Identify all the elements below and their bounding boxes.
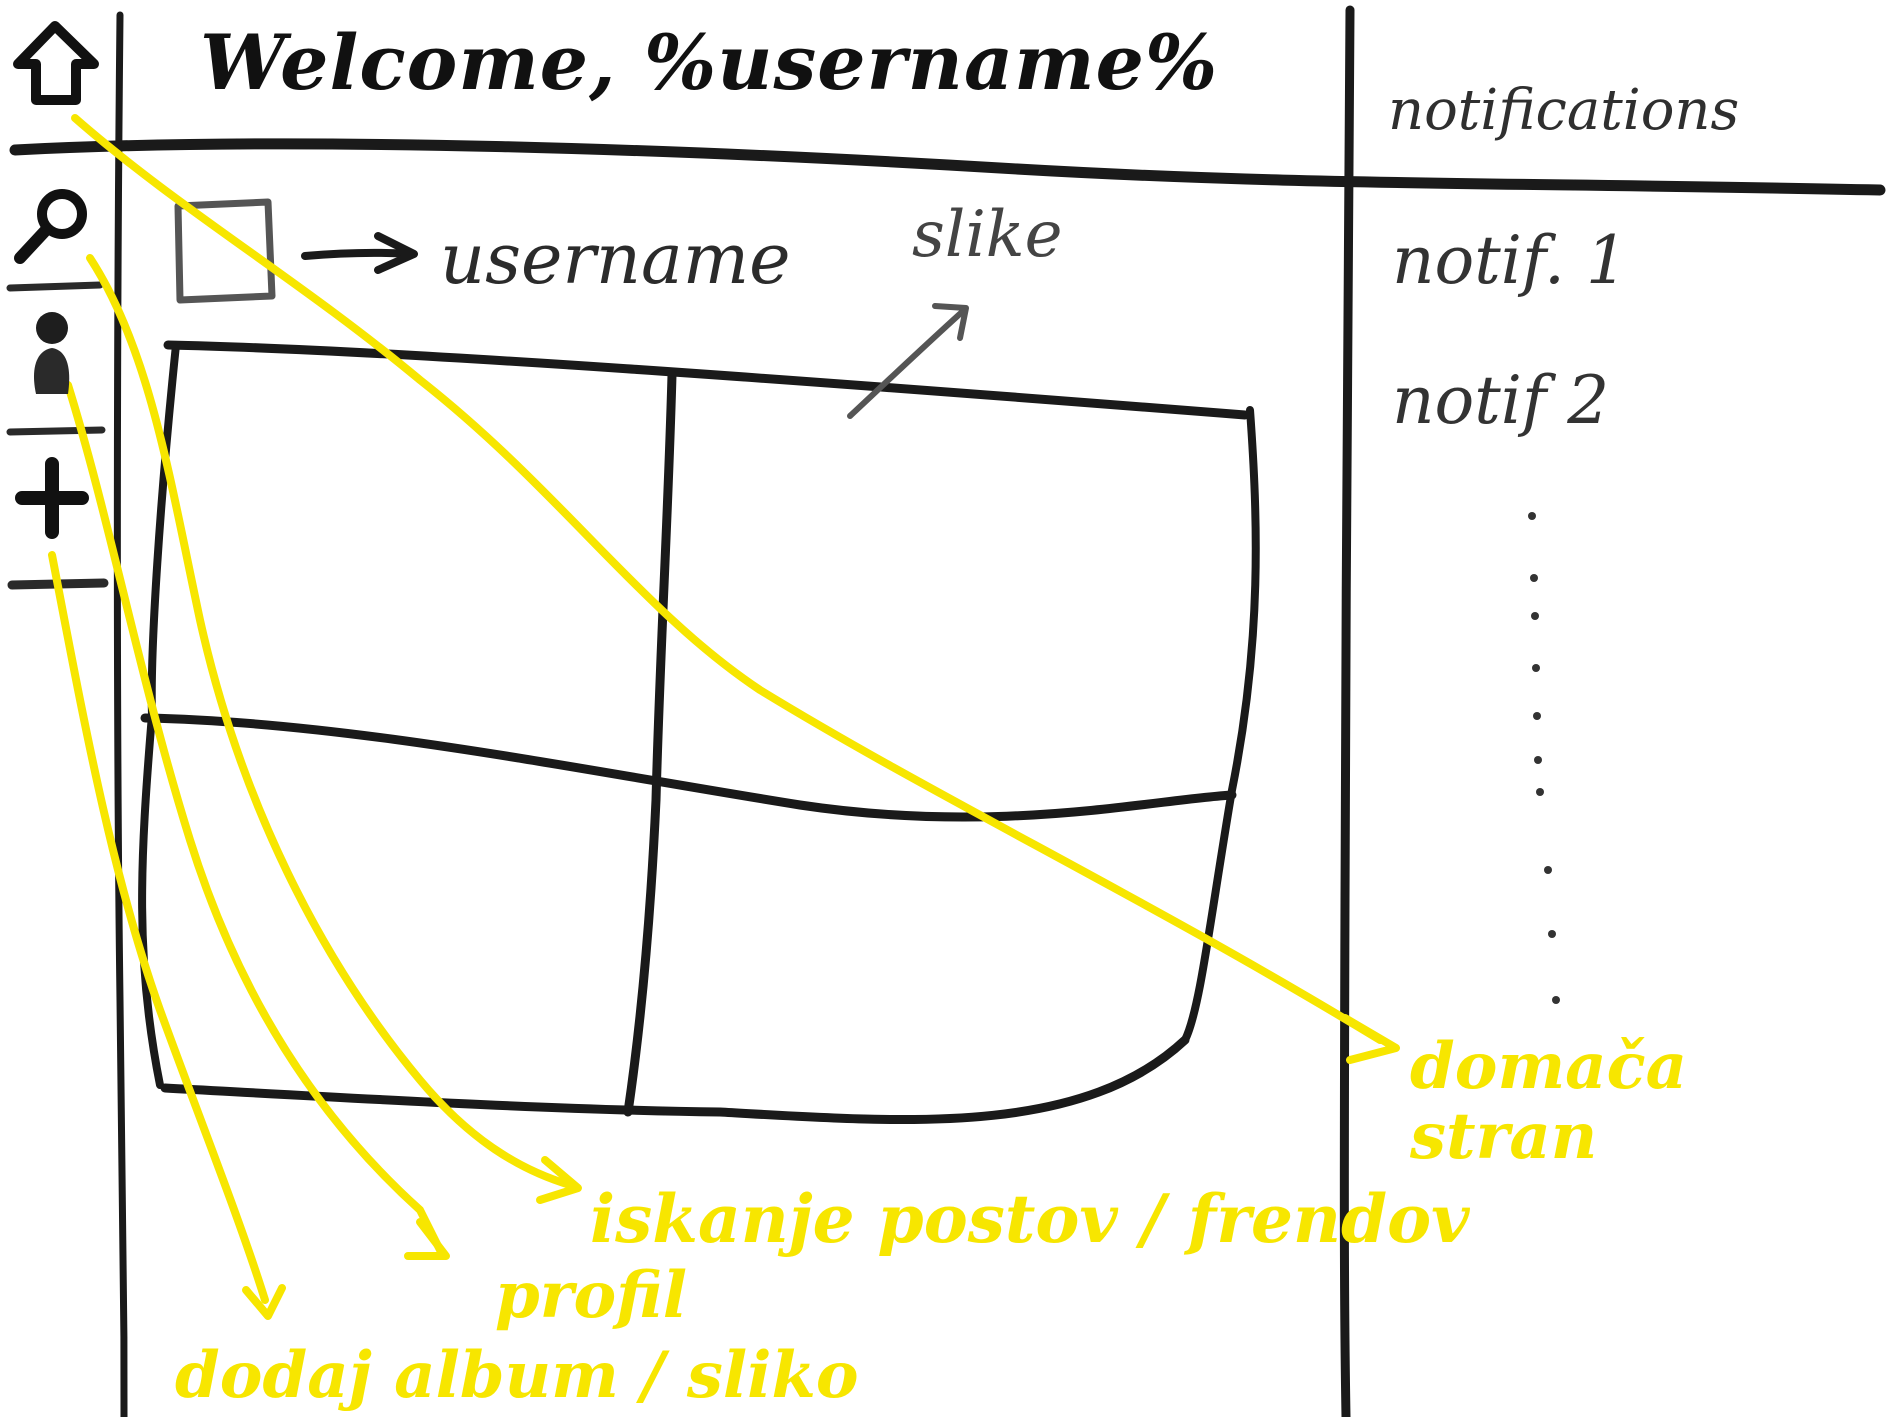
sidebar-item-home[interactable]: [10, 18, 100, 108]
annotation-home: domača stran: [1410, 1029, 1688, 1174]
post-username[interactable]: username: [440, 218, 791, 300]
image-cell[interactable]: [170, 370, 660, 710]
plus-icon: [15, 457, 89, 539]
annotation-add: dodaj album / sliko: [175, 1338, 859, 1413]
image-grid: [160, 360, 1240, 1080]
notifications-title: notifications: [1388, 78, 1740, 143]
annotation-profile: profil: [495, 1258, 687, 1333]
annotation-search: iskanje postov / frendov: [590, 1180, 1470, 1258]
notification-item[interactable]: notif 2: [1392, 362, 1610, 439]
home-icon: [13, 21, 99, 105]
image-cell[interactable]: [670, 810, 1190, 1070]
user-icon: [33, 312, 70, 394]
notification-item[interactable]: notif. 1: [1392, 222, 1628, 299]
image-cell[interactable]: [680, 390, 1220, 770]
sidebar-item-search[interactable]: [10, 182, 100, 272]
search-icon: [14, 189, 87, 264]
image-cell[interactable]: [170, 740, 640, 1070]
page-title: Welcome, %username%: [200, 18, 1219, 107]
sidebar-item-profile[interactable]: [8, 306, 98, 396]
avatar[interactable]: [176, 200, 268, 300]
sidebar-item-add[interactable]: [10, 452, 100, 542]
images-label: slike: [912, 198, 1063, 272]
